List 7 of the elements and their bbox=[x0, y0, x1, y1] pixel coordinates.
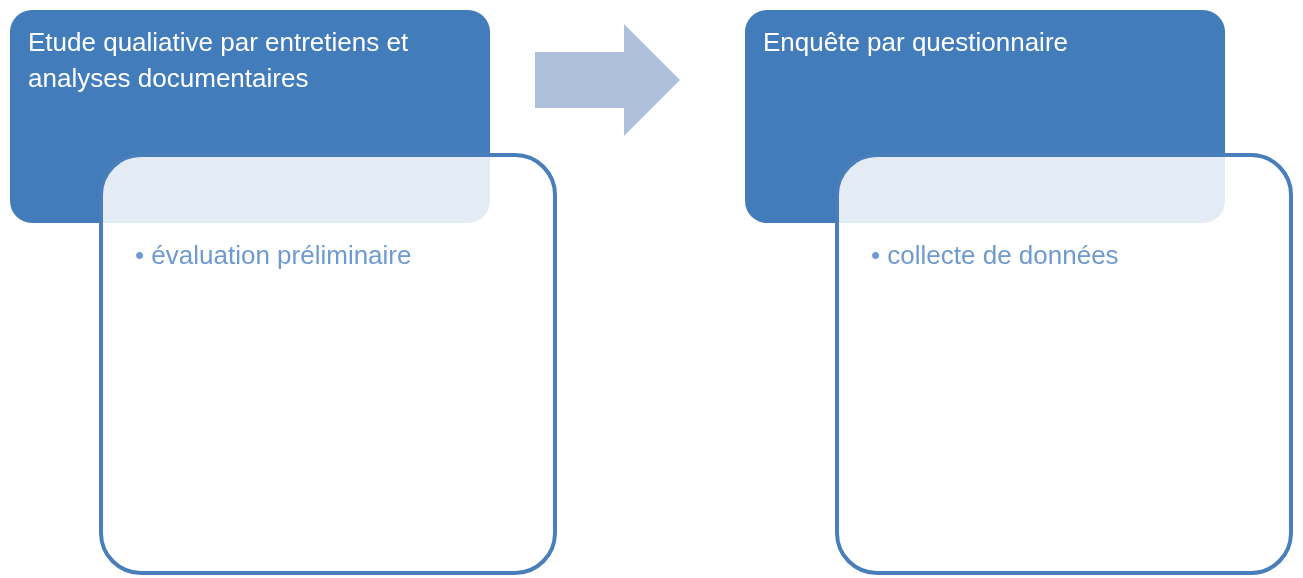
content-box bbox=[835, 153, 1293, 575]
heading-text: Enquête par questionnaire bbox=[763, 26, 1069, 59]
block-arrow bbox=[535, 24, 680, 136]
bullet-text: • évaluation préliminaire bbox=[135, 239, 413, 272]
content-box bbox=[99, 153, 557, 575]
heading-text: Etude qualiative par entretiens et analyses documentaires bbox=[28, 26, 410, 96]
bullet-text: • collecte de données bbox=[871, 239, 1120, 272]
